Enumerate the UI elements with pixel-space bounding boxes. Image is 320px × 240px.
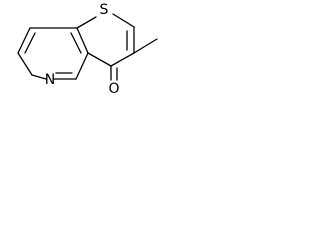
- bond-c3-c4: [110, 52, 135, 67]
- bond-c8-c7-double: [24, 32, 36, 54]
- nitrogen-atom-label: N: [45, 72, 55, 88]
- oxygen-atom-label: O: [108, 81, 119, 97]
- bond-c6-nitrogen: [31, 74, 47, 80]
- bond-c5-c4a: [75, 52, 89, 80]
- bond-c8a-sulfur: [76, 16, 97, 29]
- sulfur-atom-label: S: [100, 2, 109, 18]
- bond-c8a-c4a-double: [70, 32, 82, 54]
- bond-c4-c4a: [87, 52, 112, 67]
- molecule-structure-diagram: S N O: [17, 2, 158, 97]
- bond-c7-c6: [17, 52, 33, 76]
- bond-c3-methyl: [133, 38, 158, 54]
- bond-c8a-c4a: [76, 27, 89, 54]
- bond-c8-c7: [17, 27, 31, 54]
- bond-sulfur-c2: [112, 13, 135, 28]
